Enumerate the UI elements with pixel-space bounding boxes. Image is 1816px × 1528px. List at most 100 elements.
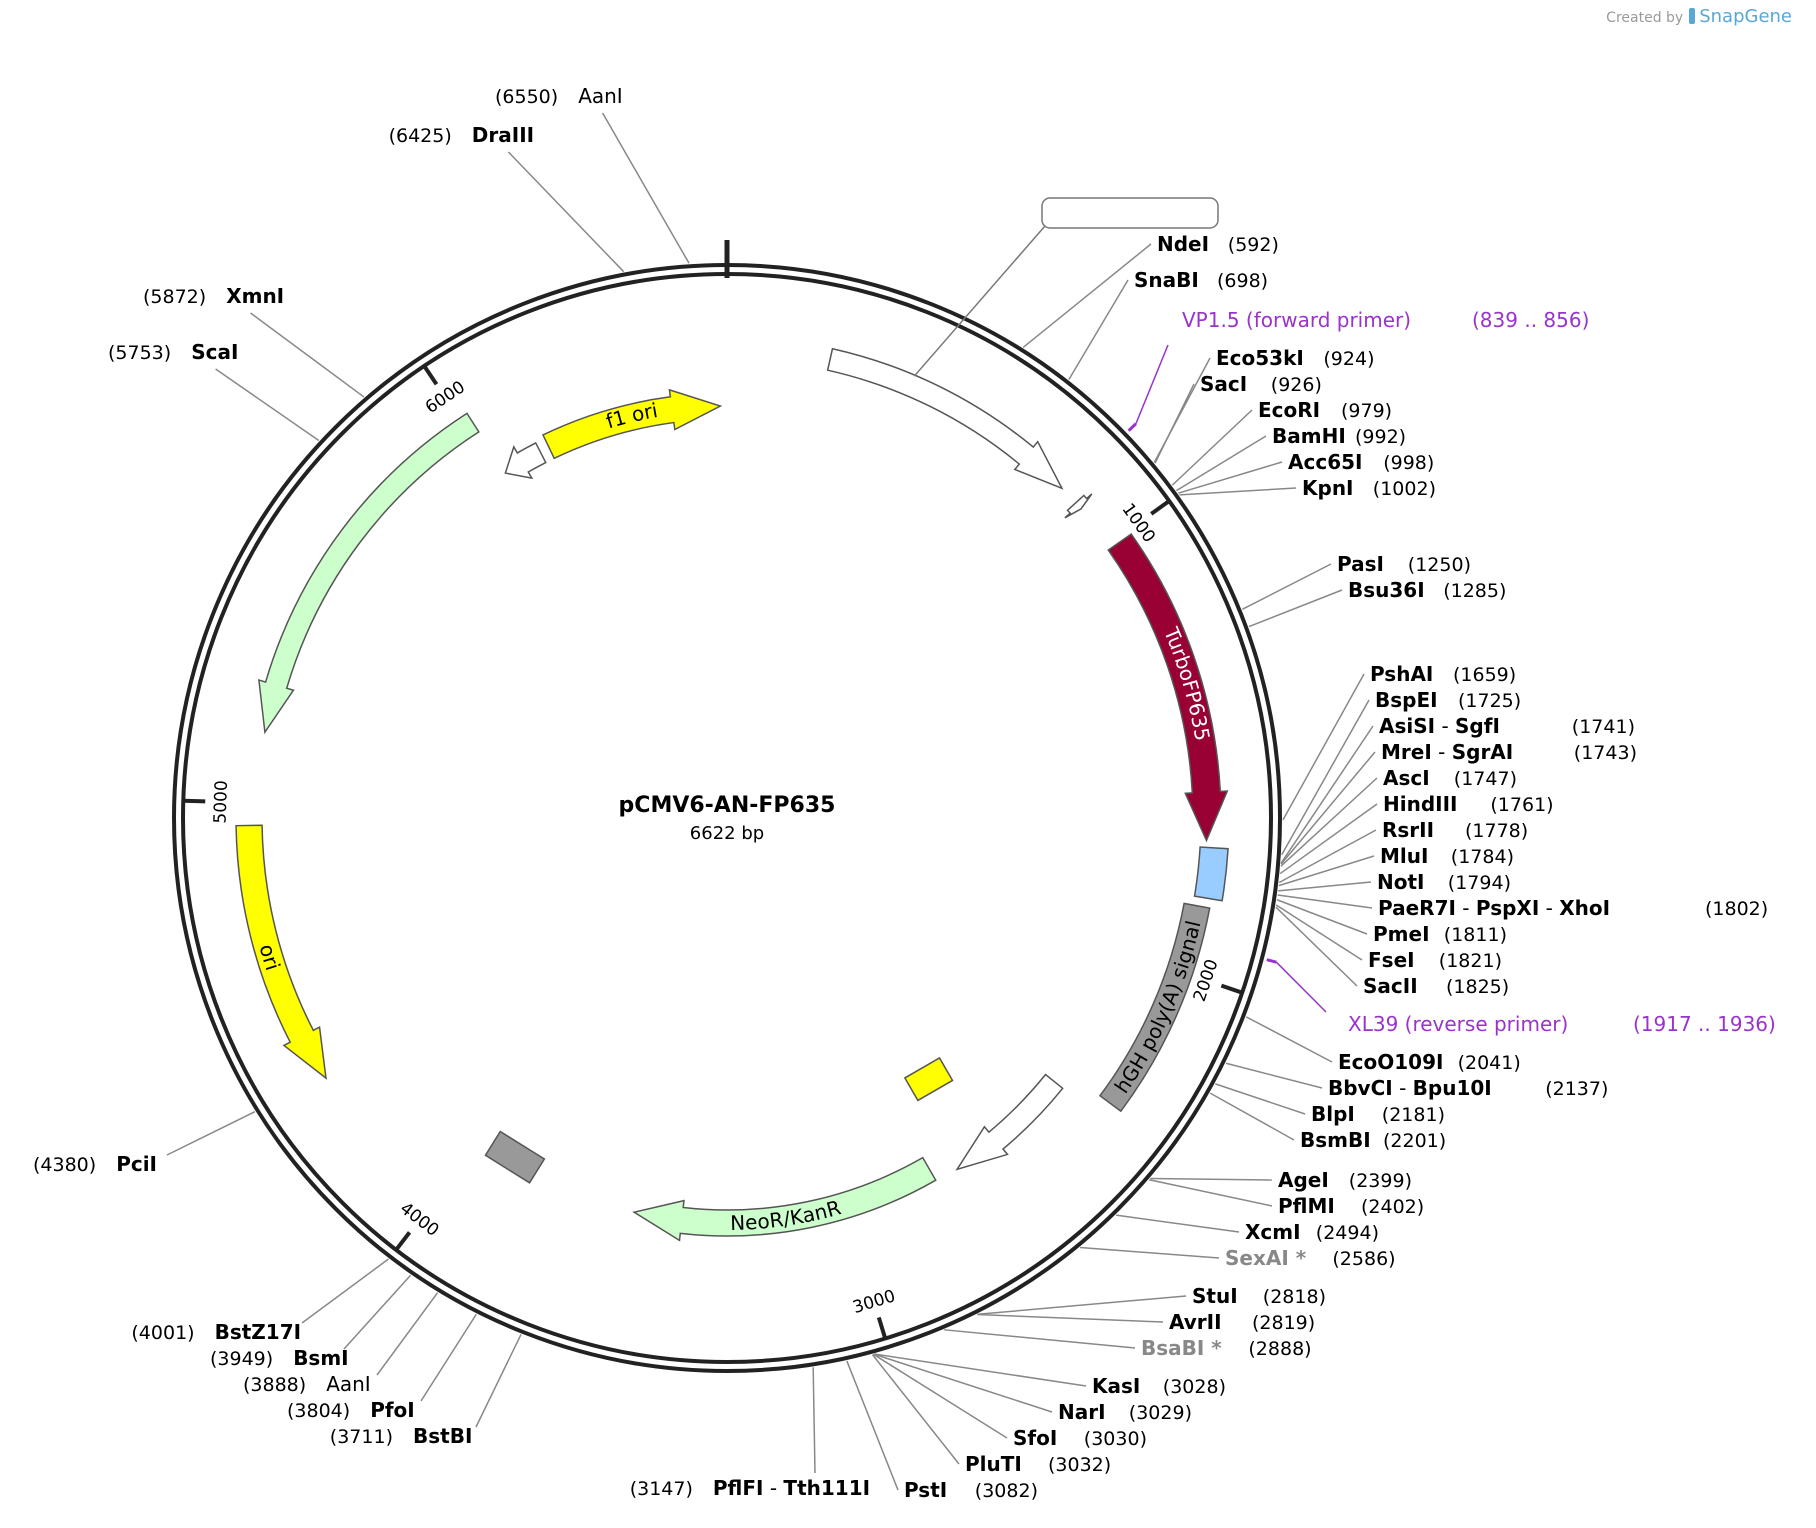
feature-neor-kanr[interactable]: NeoR/KanR [632, 1156, 937, 1242]
site-ecoo109i[interactable]: EcoO109I(2041) [1245, 1016, 1521, 1074]
site-psti[interactable]: PstI(3082) [846, 1360, 1038, 1502]
site-ecori[interactable]: EcoRI(979) [1171, 398, 1392, 486]
site-bsmbi[interactable]: BsmBI(2201) [1209, 1092, 1446, 1152]
site-pfoi[interactable]: (3804)PfoI [287, 1313, 477, 1422]
site-bstz17i[interactable]: (4001)BstZ17I [131, 1258, 389, 1344]
feature-turbofp635[interactable]: TurboFP635 [1107, 532, 1229, 843]
site-leader [873, 1353, 1008, 1439]
plasmid-name: pCMV6-AN-FP635 [619, 793, 836, 818]
site-name: XmnI [226, 284, 284, 308]
feature-cmv-promoter[interactable] [826, 347, 1064, 490]
feature-shape [541, 388, 723, 460]
site-pshai[interactable]: PshAI(1659) [1282, 662, 1516, 821]
site-leader [871, 1354, 960, 1465]
site-name: AanI [326, 1372, 371, 1396]
feature-sv40-promoter[interactable] [955, 1073, 1064, 1171]
site-name: NotI [1377, 870, 1424, 894]
site-leader [1280, 751, 1376, 865]
site-pasi[interactable]: PasI(1250) [1242, 552, 1471, 610]
site-aani[interactable]: (3888)AanI [243, 1292, 439, 1396]
site-name: Acc65I [1288, 450, 1362, 474]
site-name: PstI [904, 1478, 947, 1502]
site-pluti[interactable]: PluTI(3032) [871, 1354, 1111, 1476]
site-position: (1811) [1444, 924, 1507, 946]
feature-sv40-poly-a-signal[interactable] [484, 1130, 546, 1184]
site-sfoi[interactable]: SfoI(3030) [873, 1353, 1147, 1450]
site-position: (6550) [495, 86, 558, 108]
site-bspei[interactable]: BspEI(1725) [1281, 688, 1521, 856]
primer-xl39-reverse-primer[interactable]: XL39 (reverse primer)(1917 .. 1936) [1266, 958, 1776, 1036]
site-leader [1275, 906, 1358, 987]
site-bamhi[interactable]: BamHI(992) [1176, 424, 1406, 492]
feature-ori[interactable]: ori [235, 824, 327, 1080]
site-xcmi[interactable]: XcmI(2494) [1116, 1214, 1379, 1244]
feature-ampr-promoter[interactable] [504, 441, 547, 480]
site-xmni[interactable]: (5872)XmnI [143, 284, 365, 398]
site-draiii[interactable]: (6425)DraIII [389, 123, 625, 273]
site-rsrii[interactable]: RsrII(1778) [1278, 818, 1528, 884]
site-sexai[interactable]: SexAI * (2586) [1079, 1246, 1396, 1270]
site-ndei[interactable]: NdeI (592) [1022, 232, 1279, 349]
site-kasi[interactable]: KasI(3028) [874, 1353, 1226, 1398]
site-asisi[interactable]: AsiSI - SgfI(1741) [1280, 714, 1635, 864]
feature-sv40-ori[interactable] [903, 1056, 954, 1102]
site-position: (1743) [1574, 742, 1637, 764]
site-bstbi[interactable]: (3711)BstBI [330, 1334, 522, 1448]
feature-cmv-enhancer[interactable] [913, 197, 1219, 377]
site-position: (2586) [1332, 1248, 1395, 1270]
site-noti[interactable]: NotI(1794) [1278, 870, 1511, 894]
site-asci[interactable]: AscI(1747) [1280, 766, 1517, 867]
site-name: NdeI [1157, 232, 1209, 256]
site-name: SexAI * [1225, 1246, 1307, 1270]
site-bsabi[interactable]: BsaBI *(2888) [944, 1329, 1312, 1360]
site-mlui[interactable]: MluI(1784) [1278, 844, 1514, 887]
site-position: (979) [1341, 400, 1392, 422]
site-eco53ki[interactable]: Eco53kI(924) [1153, 346, 1374, 463]
site-name: PasI [1337, 552, 1384, 576]
site-name: PflFI - Tth111I [713, 1476, 870, 1500]
site-mrei[interactable]: MreI - SgrAI(1743) [1280, 740, 1637, 865]
site-leader [812, 1367, 816, 1474]
site-blpi[interactable]: BlpI(2181) [1215, 1083, 1445, 1126]
site-avrii[interactable]: AvrII(2819) [977, 1310, 1315, 1334]
site-leader [507, 151, 625, 273]
site-scai[interactable]: (5753)ScaI [108, 340, 320, 442]
site-pflfi[interactable]: (3147)PflFI - Tth111I [630, 1367, 870, 1500]
site-bsu36i[interactable]: Bsu36I(1285) [1248, 578, 1506, 628]
site-position: (3804) [287, 1400, 350, 1422]
plasmid-center-label: pCMV6-AN-FP635 6622 bp [619, 793, 836, 844]
site-position: (592) [1228, 234, 1279, 256]
feature-ampr[interactable] [258, 412, 480, 735]
site-agei[interactable]: AgeI(2399) [1150, 1168, 1412, 1192]
site-position: (1802) [1705, 898, 1768, 920]
site-name: DraIII [472, 123, 534, 147]
site-name: BbvCI - Bpu10I [1328, 1076, 1492, 1100]
site-sacii[interactable]: SacII(1825) [1275, 906, 1509, 998]
site-leader [1277, 894, 1373, 909]
site-pmei[interactable]: PmeI(1811) [1276, 899, 1507, 946]
site-bbvci[interactable]: BbvCI - Bpu10I(2137) [1225, 1062, 1608, 1100]
site-kpni[interactable]: KpnI(1002) [1179, 476, 1436, 500]
feature-hgh-poly-a-signal[interactable]: hGH poly(A) signal [1098, 902, 1211, 1113]
site-position: (1778) [1465, 820, 1528, 842]
site-paer7i[interactable]: PaeR7I - PspXI - XhoI(1802) [1277, 894, 1769, 920]
site-saci[interactable]: SacI(926) [1154, 372, 1322, 464]
site-aani[interactable]: (6550)AanI [495, 84, 690, 264]
site-hindiii[interactable]: HindIII(1761) [1279, 792, 1554, 875]
site-pflmi[interactable]: PflMI(2402) [1149, 1178, 1424, 1218]
feature-t7-promoter[interactable] [1064, 493, 1093, 519]
site-snabi[interactable]: SnaBI(698) [1068, 268, 1268, 380]
feature-f1-ori[interactable]: f1 ori [541, 388, 723, 460]
backbone-ring [172, 240, 1282, 1373]
feature-label: NeoR/KanR [730, 1195, 844, 1235]
site-pcii[interactable]: (4380)PciI [33, 1111, 256, 1176]
site-bsmi[interactable]: (3949)BsmI [210, 1274, 412, 1370]
site-nari[interactable]: NarI(3029) [873, 1353, 1192, 1424]
feature-mcs[interactable] [1193, 846, 1229, 902]
primer-vp1-5-forward-primer[interactable]: VP1.5 (forward primer)(839 .. 856) [1127, 308, 1590, 432]
site-stui[interactable]: StuI(2818) [977, 1284, 1326, 1316]
site-leader [1179, 487, 1297, 496]
site-fsei[interactable]: FseI(1821) [1275, 904, 1502, 972]
site-acc65i[interactable]: Acc65I(998) [1178, 450, 1434, 494]
feature-shape [632, 1156, 937, 1242]
